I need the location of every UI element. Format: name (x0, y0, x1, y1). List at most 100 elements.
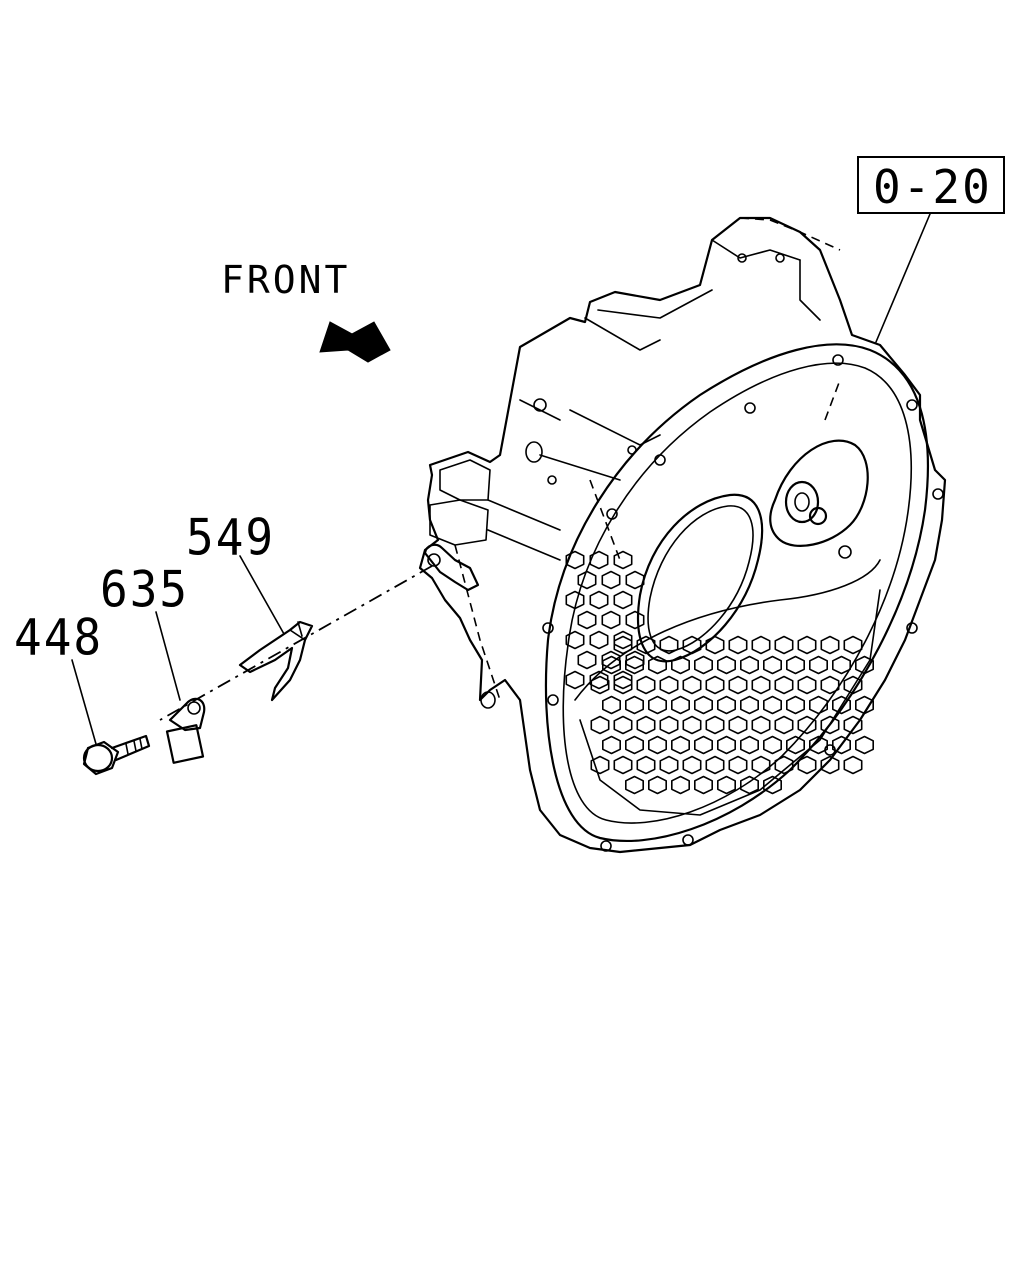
honeycomb-cell (590, 755, 610, 775)
honeycomb-cell (739, 775, 760, 795)
honeycomb-cell (762, 655, 783, 675)
honeycomb-cell (589, 590, 609, 610)
honeycomb-cell (808, 735, 829, 755)
honeycomb-cell (785, 655, 806, 675)
honeycomb-cell (577, 570, 597, 590)
honeycomb-cell (716, 735, 737, 755)
honeycomb-cell (601, 695, 622, 715)
front-arrow-icon (319, 321, 391, 363)
honeycomb-cell (739, 655, 760, 675)
honeycomb-cell (797, 755, 817, 775)
honeycomb-cell (774, 715, 794, 735)
honeycomb-cell (716, 775, 737, 795)
honeycomb-cell (613, 675, 633, 695)
honeycomb-cell (739, 735, 760, 755)
honeycomb-cell (797, 715, 817, 735)
honeycomb-cell (854, 655, 875, 675)
honeycomb-cell (636, 675, 656, 695)
honeycomb-cell (774, 755, 794, 775)
honeycomb-cell (797, 635, 817, 655)
flywheel-housing (418, 216, 947, 854)
honeycomb-cell (854, 735, 875, 755)
honeycomb-cell (565, 590, 585, 610)
honeycomb-cell (613, 670, 633, 690)
honeycomb-cell (751, 675, 771, 695)
honeycomb-cell (624, 695, 645, 715)
honeycomb-cell (565, 670, 585, 690)
honeycomb-cell (625, 610, 645, 630)
honeycomb-cell (785, 695, 806, 715)
honeycomb-cell (577, 610, 597, 630)
honeycomb-cell (831, 655, 852, 675)
honeycomb-cell (659, 635, 679, 655)
honeycomb-cell (820, 755, 840, 775)
honeycomb-cell (682, 715, 702, 735)
honeycomb-cell (843, 715, 863, 735)
honeycomb-cell (716, 655, 737, 675)
honeycomb-cell (601, 610, 621, 630)
honeycomb-cell (601, 650, 621, 670)
honeycomb-cell (589, 550, 609, 570)
honeycomb-cell (693, 655, 714, 675)
honeycomb-cell (762, 695, 783, 715)
honeycomb-cell (613, 630, 633, 650)
honeycomb-cell (682, 675, 702, 695)
honeycomb-cell (693, 695, 714, 715)
assembly-centerline (159, 565, 433, 721)
honeycomb-cell (831, 695, 852, 715)
honeycomb-cell (705, 715, 725, 735)
honeycomb-cell (705, 675, 725, 695)
honeycomb-cell (647, 775, 668, 795)
honeycomb-cell (601, 655, 622, 675)
honeycomb-cell (625, 650, 645, 670)
honeycomb-cell (590, 675, 610, 695)
part-635-sensor (165, 697, 206, 764)
part-549-bracket (238, 620, 314, 702)
honeycomb-cell (705, 755, 725, 775)
honeycomb-cell (820, 675, 840, 695)
honeycomb-cell (613, 715, 633, 735)
honeycomb-cell (590, 715, 610, 735)
honeycomb-cell (739, 695, 760, 715)
honeycomb-cell (751, 635, 771, 655)
honeycomb-cell (636, 755, 656, 775)
honeycomb-cell (728, 675, 748, 695)
reference-box-text: 0-20 (873, 160, 992, 214)
honeycomb-cell (613, 590, 633, 610)
honeycomb-cell (636, 715, 656, 735)
honeycomb-cell (797, 675, 817, 695)
honeycomb-cell (589, 670, 609, 690)
reference-box: 0-20 (857, 156, 1005, 214)
honeycomb-cell (647, 735, 668, 755)
honeycomb-cell (682, 635, 702, 655)
honeycomb-cell (670, 655, 691, 675)
honeycomb-cell (624, 735, 645, 755)
callout-448: 448 (14, 608, 104, 667)
honeycomb-cell (670, 735, 691, 755)
honeycomb-cell (624, 655, 645, 675)
honeycomb-cell (624, 775, 645, 795)
callout-549: 549 (186, 508, 276, 567)
part-448-bolt (82, 734, 151, 776)
honeycomb-cell (682, 755, 702, 775)
honeycomb-cell (808, 655, 829, 675)
honeycomb-cell (774, 675, 794, 695)
honeycomb-cell (647, 695, 668, 715)
honeycomb-cell (613, 635, 633, 655)
honeycomb-cell (843, 635, 863, 655)
honeycomb-cell (565, 630, 585, 650)
honeycomb-cell (831, 735, 852, 755)
honeycomb-cell (820, 715, 840, 735)
honeycomb-cell (774, 635, 794, 655)
honeycomb-cell (843, 755, 863, 775)
callout-635: 635 (100, 560, 190, 619)
front-label: FRONT (221, 258, 351, 302)
honeycomb-cell (751, 715, 771, 735)
leader-549 (239, 555, 285, 635)
honeycomb-cell (670, 775, 691, 795)
honeycomb-cell (659, 715, 679, 735)
honeycomb-cell (577, 650, 597, 670)
honeycomb-grille (565, 550, 875, 795)
honeycomb-cell (659, 675, 679, 695)
